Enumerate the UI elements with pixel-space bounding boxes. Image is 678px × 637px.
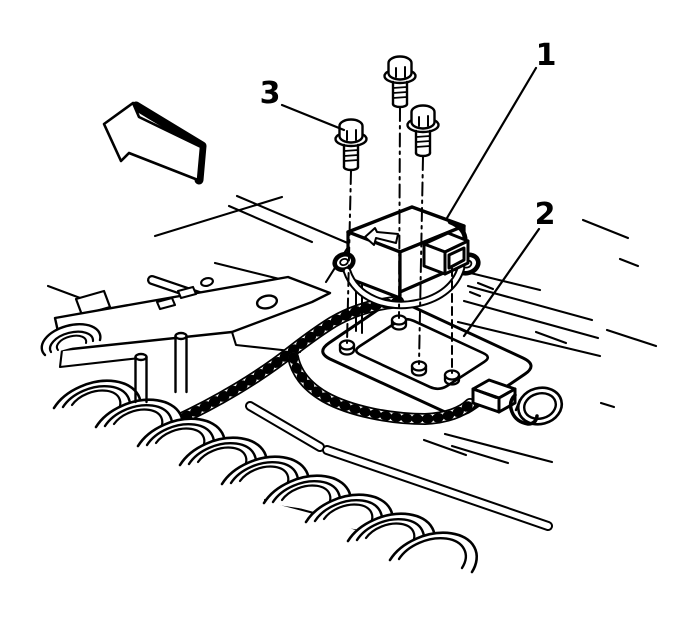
callout-1-leader xyxy=(445,66,538,220)
bolt-left xyxy=(334,118,368,172)
callout-3: 3 xyxy=(260,76,346,132)
callout-1: 1 xyxy=(445,38,557,220)
front-of-vehicle-arrow-icon xyxy=(102,101,207,185)
harness-eyelet xyxy=(508,386,564,426)
bolt-right xyxy=(406,104,440,158)
module-connector xyxy=(422,231,470,276)
floor-panel-lines-right xyxy=(448,218,658,409)
seat-bracket xyxy=(53,275,332,369)
callout-2-label: 2 xyxy=(535,197,556,232)
bolt-centerlines xyxy=(346,107,453,374)
sensor-module xyxy=(332,205,481,334)
bolt-middle xyxy=(383,55,417,109)
harness-connector xyxy=(471,378,517,414)
callout-3-label: 3 xyxy=(260,76,281,111)
callout-3-leader xyxy=(280,103,346,132)
mounting-posts xyxy=(134,331,188,404)
callout-1-label: 1 xyxy=(536,38,557,73)
floor-mound xyxy=(40,323,102,357)
floor-panel-lines-bottom xyxy=(422,432,554,465)
callout-2: 2 xyxy=(462,197,556,338)
sensor-orientation-arrow-icon xyxy=(364,227,399,246)
plate-studs xyxy=(338,314,461,386)
floor-channel-seams xyxy=(245,401,553,531)
floor-ribs xyxy=(52,379,478,574)
floor-panel-lines-upper xyxy=(153,194,352,290)
callout-2-leader xyxy=(462,227,541,338)
harness-conduit-branch xyxy=(287,351,476,425)
